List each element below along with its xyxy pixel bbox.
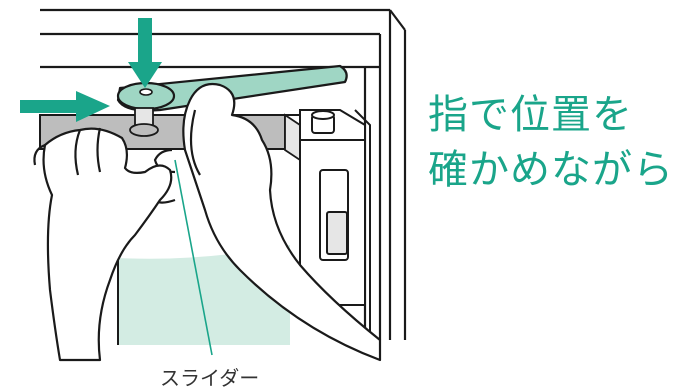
cabinet-frame xyxy=(40,8,407,340)
slider-leader-line xyxy=(174,159,213,356)
cap-knob xyxy=(311,110,335,134)
caption-line-2: 確かめながら xyxy=(428,147,674,193)
left-hand xyxy=(33,127,173,362)
caption-line-1: 指で位置を xyxy=(428,92,633,138)
lever-switch xyxy=(319,169,349,261)
slider xyxy=(116,64,348,137)
slider-label: スライダー xyxy=(160,366,260,390)
down-arrow-icon xyxy=(128,18,162,88)
caption-text: 指で位置を 確かめながら xyxy=(428,88,674,198)
right-arrow-icon xyxy=(20,91,110,122)
